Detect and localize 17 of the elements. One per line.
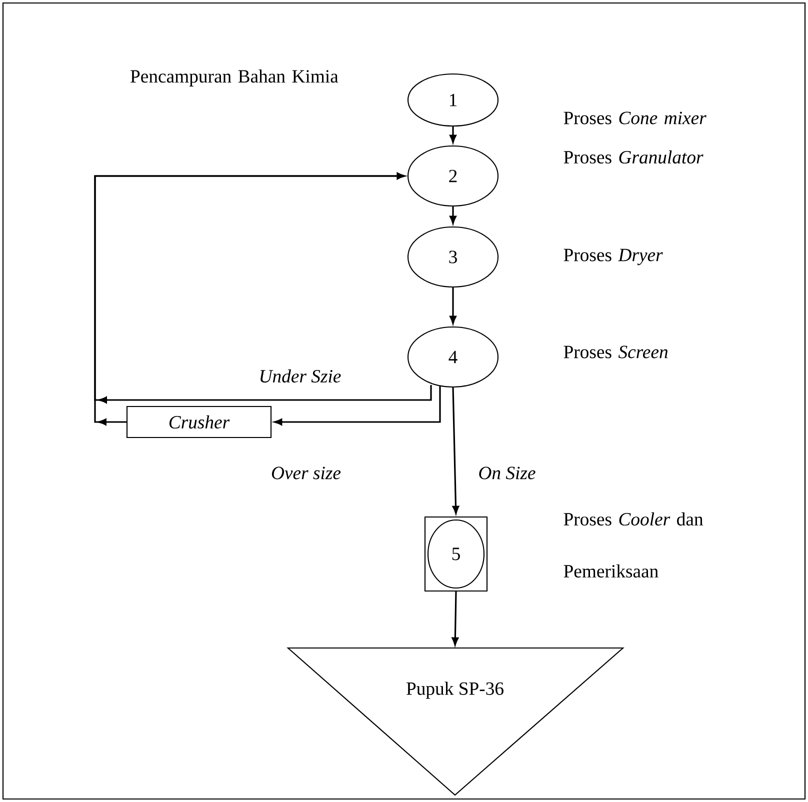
edge-label: On Size <box>476 465 538 481</box>
arrow <box>450 126 456 143</box>
step-caption: Proses Cooler dan Pemeriksaan <box>564 512 704 578</box>
arrow <box>450 206 456 224</box>
edge-label: Over size <box>270 465 342 481</box>
arrow <box>450 288 456 324</box>
step-caption: Proses Cone mixer <box>564 112 706 124</box>
step-caption: Proses Granulator <box>564 150 704 164</box>
arrow <box>274 386 441 426</box>
step-caption: Proses Screen <box>564 346 668 358</box>
arrow <box>452 388 460 514</box>
process-box: Crusher <box>126 406 272 438</box>
edge-label: Under Szie <box>257 368 343 384</box>
arrow <box>94 172 405 426</box>
arrow <box>452 592 459 646</box>
step-caption: Proses Dryer <box>564 248 663 266</box>
heading-label: Pencampuran Bahan Kimia <box>130 70 338 86</box>
